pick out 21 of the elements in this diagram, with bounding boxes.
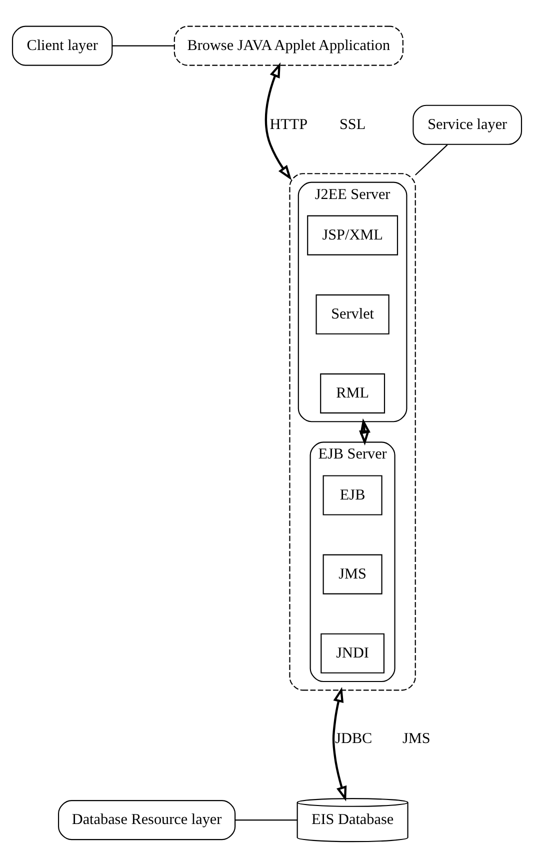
- node-box: RML: [320, 373, 386, 414]
- arrow: [359, 418, 370, 446]
- node-box: Service layer: [412, 104, 522, 145]
- node-box: Client layer: [12, 26, 113, 66]
- node-box: Servlet: [316, 294, 390, 334]
- connector: [112, 45, 174, 46]
- node-box: EJB: [322, 475, 382, 516]
- connector: [415, 144, 448, 176]
- connector: [235, 820, 298, 821]
- arrow: [264, 62, 292, 180]
- label: SSL: [339, 116, 366, 133]
- node-box: Browse JAVA Applet Application: [174, 26, 404, 66]
- label: JMS: [402, 730, 430, 747]
- node-box: JMS: [322, 554, 382, 594]
- arrow: [332, 687, 347, 802]
- node-box: JSP/XML: [307, 215, 398, 256]
- node-box: Database Resource layer: [58, 800, 236, 840]
- edge-label: HTTP: [270, 116, 308, 133]
- edge-label: JDBC: [335, 730, 372, 747]
- node-box: JNDI: [320, 633, 384, 674]
- cluster: [289, 173, 416, 691]
